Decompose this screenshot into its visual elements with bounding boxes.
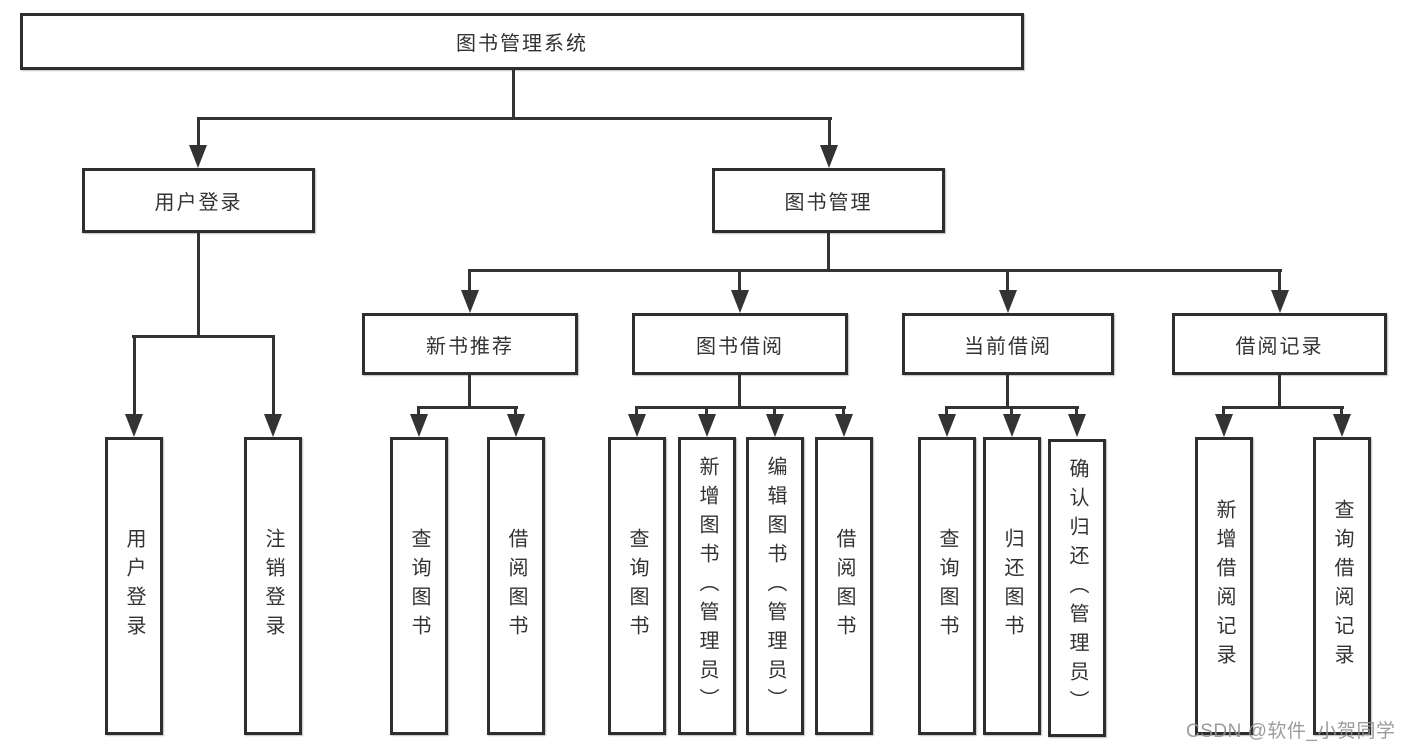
node-bb-edit-books-label: 编辑图书（管理员）: [764, 455, 786, 717]
connector-drop-new-book-recommendation: [468, 269, 471, 292]
node-book-borrowing-label: 图书借阅: [696, 335, 784, 358]
node-nbr-borrow-books-label: 借阅图书: [505, 528, 527, 644]
connector-bb-crossbar: [635, 406, 846, 409]
arrowhead-leaf-user-login: [125, 414, 143, 437]
connector-l2-crossbar: [197, 117, 832, 120]
arrowhead-book-borrowing: [731, 290, 749, 313]
node-new-book-recommendation: 新书推荐: [362, 313, 578, 375]
node-new-book-recommendation-label: 新书推荐: [426, 335, 514, 358]
connector-user-login-trunk: [197, 233, 200, 337]
node-bb-edit-books: 编辑图书（管理员）: [746, 437, 804, 735]
node-borrowing-records: 借阅记录: [1172, 313, 1387, 375]
arrowhead-br-add: [1215, 414, 1233, 437]
connector-drop-book-borrowing: [738, 269, 741, 292]
connector-nbr-crossbar: [417, 406, 518, 409]
connector-drop-current-borrowing: [1006, 269, 1009, 292]
node-bb-query-books: 查询图书: [608, 437, 666, 735]
node-bb-add-books-label: 新增图书（管理员）: [696, 455, 718, 717]
node-nbr-query-books: 查询图书: [390, 437, 448, 735]
arrowhead-bb-borrow: [835, 414, 853, 437]
node-current-borrowing: 当前借阅: [902, 313, 1114, 375]
node-leaf-user-login-label: 用户登录: [123, 528, 145, 644]
connector-drop-cb-return: [1010, 406, 1013, 416]
connector-drop-leaf-user-login: [133, 335, 136, 415]
node-cb-return-books-label: 归还图书: [1001, 528, 1023, 644]
node-br-add-record: 新增借阅记录: [1195, 437, 1253, 735]
connector-drop-nbr-query: [417, 406, 420, 416]
node-book-management-label: 图书管理: [784, 192, 873, 214]
csdn-watermark: CSDN @软件_小贺同学: [1186, 721, 1396, 742]
node-br-query-record-label: 查询借阅记录: [1331, 499, 1353, 673]
node-borrowing-records-label: 借阅记录: [1235, 335, 1324, 358]
connector-book-management-trunk: [827, 233, 830, 272]
arrowhead-borrowing-records: [1271, 290, 1289, 313]
connector-br-trunk: [1278, 375, 1281, 409]
node-cb-query-books: 查询图书: [918, 437, 976, 735]
node-bb-borrow-books-label: 借阅图书: [833, 528, 855, 644]
connector-drop-br-query: [1340, 406, 1343, 416]
connector-br-crossbar: [1222, 406, 1344, 409]
arrowhead-book-management: [820, 145, 838, 168]
connector-drop-leaf-logout: [272, 335, 275, 415]
connector-drop-cb-confirm: [1075, 406, 1078, 416]
node-cb-query-books-label: 查询图书: [936, 528, 958, 644]
connector-drop-cb-query: [945, 406, 948, 416]
connector-drop-borrowing-records: [1278, 269, 1281, 292]
arrowhead-bb-query: [628, 414, 646, 437]
connector-user-login-crossbar: [132, 335, 275, 338]
connector-cb-trunk: [1006, 375, 1009, 409]
node-cb-return-books: 归还图书: [983, 437, 1041, 735]
connector-l3-crossbar: [468, 269, 1282, 272]
node-root-label: 图书管理系统: [456, 33, 588, 55]
node-bb-add-books: 新增图书（管理员）: [678, 437, 736, 735]
node-br-query-record: 查询借阅记录: [1313, 437, 1371, 735]
connector-drop-book-management: [828, 117, 831, 147]
connector-drop-bb-edit: [773, 406, 776, 416]
node-user-login: 用户登录: [82, 168, 315, 233]
node-book-management: 图书管理: [712, 168, 945, 233]
node-nbr-borrow-books: 借阅图书: [487, 437, 545, 735]
connector-drop-nbr-borrow: [514, 406, 517, 416]
node-bb-borrow-books: 借阅图书: [815, 437, 873, 735]
connector-root-trunk: [512, 69, 515, 119]
arrowhead-br-query: [1333, 414, 1351, 437]
node-leaf-logout: 注销登录: [244, 437, 302, 735]
arrowhead-current-borrowing: [999, 290, 1017, 313]
arrowhead-leaf-logout: [264, 414, 282, 437]
arrowhead-bb-edit: [766, 414, 784, 437]
arrowhead-nbr-borrow: [507, 414, 525, 437]
arrowhead-bb-add: [698, 414, 716, 437]
connector-drop-bb-query: [635, 406, 638, 416]
node-bb-query-books-label: 查询图书: [626, 528, 648, 644]
connector-drop-br-add: [1222, 406, 1225, 416]
arrowhead-new-book-recommendation: [461, 290, 479, 313]
arrowhead-nbr-query: [410, 414, 428, 437]
node-current-borrowing-label: 当前借阅: [964, 335, 1052, 358]
node-leaf-logout-label: 注销登录: [262, 528, 284, 644]
connector-drop-user-login: [197, 117, 200, 147]
node-br-add-record-label: 新增借阅记录: [1213, 499, 1235, 673]
node-nbr-query-books-label: 查询图书: [408, 528, 430, 644]
node-root: 图书管理系统: [20, 13, 1024, 70]
connector-nbr-trunk: [468, 375, 471, 409]
node-book-borrowing: 图书借阅: [632, 313, 848, 375]
arrowhead-user-login: [189, 145, 207, 168]
arrowhead-cb-return: [1003, 414, 1021, 437]
node-cb-confirm-return-label: 确认归还（管理员）: [1066, 457, 1088, 719]
node-cb-confirm-return: 确认归还（管理员）: [1048, 439, 1106, 737]
node-user-login-label: 用户登录: [154, 192, 243, 214]
node-leaf-user-login: 用户登录: [105, 437, 163, 735]
arrowhead-cb-query: [938, 414, 956, 437]
connector-drop-bb-borrow: [842, 406, 845, 416]
connector-drop-bb-add: [705, 406, 708, 416]
connector-bb-trunk: [738, 375, 741, 409]
arrowhead-cb-confirm: [1068, 414, 1086, 437]
